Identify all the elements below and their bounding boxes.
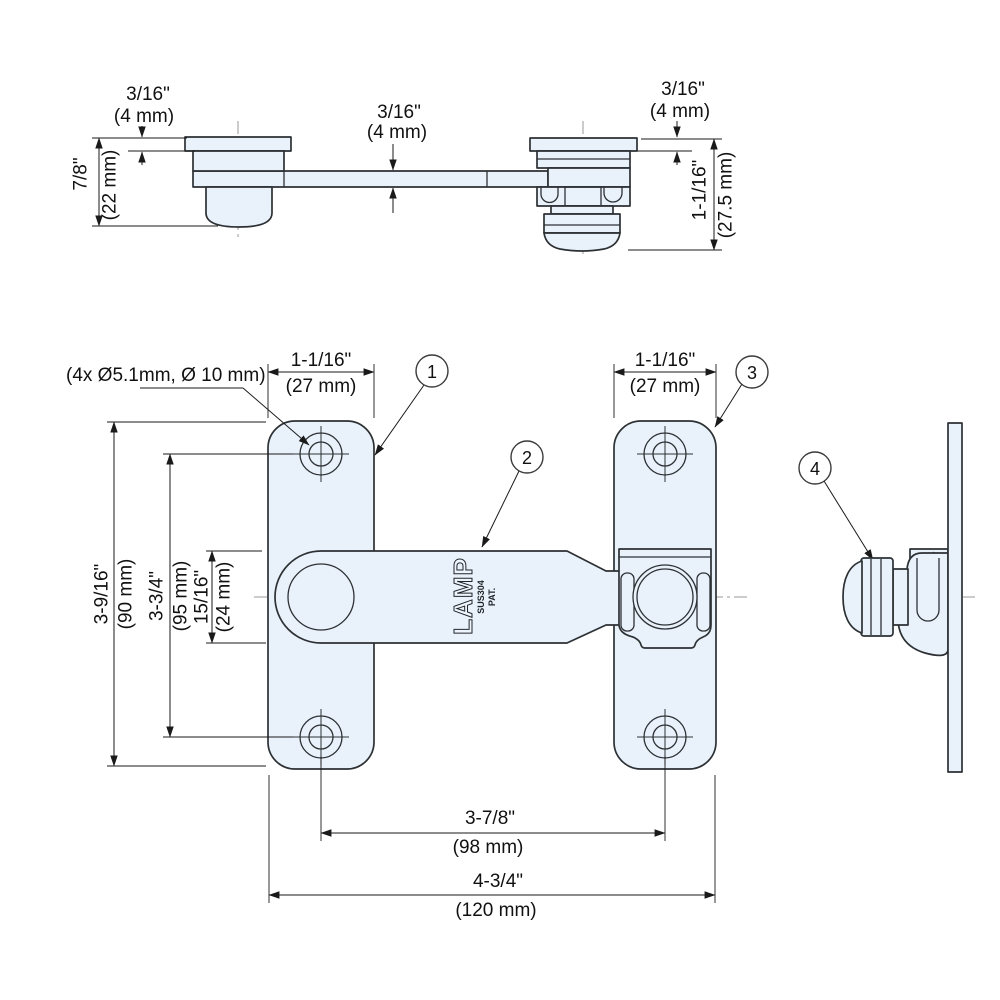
callout-4: 4 [798, 451, 874, 561]
dim-label-in: 7/8" [71, 157, 92, 190]
latch-bar [274, 550, 641, 644]
clip-arm-right [603, 187, 623, 203]
top-view: 3/16" (4 mm) 3/16" (4 mm) 3/16" (4 mm) [71, 79, 737, 257]
hook-slot [916, 558, 940, 622]
callout-number: 2 [522, 448, 532, 468]
leader-line [242, 387, 310, 446]
side-knob [842, 557, 909, 637]
spring-clip-row [536, 186, 631, 207]
holes-note-label: (4x Ø5.1mm, Ø 10 mm) [66, 365, 266, 386]
catch-knob-outer [632, 564, 698, 630]
knob-rings [543, 213, 621, 234]
brand-logo-text: LAMP [448, 557, 478, 635]
dim-bar-width: 15/16" (24 mm) [192, 550, 266, 644]
pivot-nut-dome [205, 186, 273, 228]
pivot-post-profile [184, 136, 292, 228]
dim-label-mm: (90 mm) [116, 559, 137, 630]
dim-label-in: 3-9/16" [92, 564, 113, 625]
catch-mid-section [547, 167, 631, 188]
dim-label-in: 1-1/16" [690, 160, 711, 221]
dim-hole-pitch-horizontal: 3-7/8" (98 mm) [320, 756, 666, 858]
callout-leader [823, 480, 874, 561]
callout-bubble [415, 354, 449, 388]
pivot-body [192, 150, 285, 172]
callout-number: 4 [810, 459, 820, 479]
dim-overall-width: 4-3/4" (120 mm) [268, 775, 716, 921]
dim-flange-left: 3/16" (4 mm) [114, 84, 195, 165]
callout-number: 1 [427, 362, 437, 382]
catch-clip-left [620, 572, 635, 632]
knob-neck [550, 205, 614, 215]
callout-bubble [510, 440, 544, 474]
side-view [842, 422, 975, 773]
dim-label-in: 3/16" [661, 79, 705, 100]
callout-bubble [735, 355, 769, 389]
pivot-hole [287, 563, 355, 631]
dim-label-mm: (4 mm) [114, 106, 174, 127]
latch-bar-profile [192, 170, 549, 188]
dim-plate-width-left: 1-1/16" (27 mm) [267, 350, 375, 418]
dim-label-in: 3-7/8" [465, 808, 515, 829]
dim-label-mm: (22 mm) [100, 150, 121, 221]
callout-1: 1 [374, 354, 449, 456]
holes-note: (4x Ø5.1mm, Ø 10 mm) [66, 365, 310, 446]
dim-plate-height: 3-9/16" (90 mm) [92, 421, 266, 767]
callout-leader [481, 470, 520, 548]
callout-bubble [798, 451, 832, 485]
callout-3: 3 [714, 355, 769, 428]
dim-bar-thickness: 3/16" (4 mm) [367, 102, 427, 213]
front-view: LAMP SUS304 PAT. (4x Ø5.1mm, Ø 10 mm) 1-… [66, 350, 874, 921]
dim-label-in: 15/16" [192, 570, 213, 624]
side-hook [897, 548, 949, 657]
dim-height-right: 1-1/16" (27.5 mm) [628, 138, 737, 251]
screw-hole [293, 426, 349, 482]
dim-label-mm: (4 mm) [650, 101, 710, 122]
dim-flange-right: 3/16" (4 mm) [637, 79, 710, 165]
dim-label-mm: (4 mm) [367, 122, 427, 143]
callout-leader [374, 384, 425, 456]
dim-label-in: 1-1/16" [291, 350, 352, 371]
patent-text: PAT. [487, 588, 497, 606]
knob-ring-band [860, 557, 894, 637]
catch-clip-right [696, 572, 711, 632]
dim-label-mm: (95 mm) [171, 561, 192, 632]
dim-hole-pitch-vertical: 3-3/4" (95 mm) [147, 453, 293, 738]
dim-label-mm: (24 mm) [214, 562, 235, 633]
dim-label-in: 3/16" [377, 102, 421, 123]
knob-washer [892, 568, 909, 626]
dim-label-in: 3-3/4" [147, 571, 168, 621]
callout-leader [714, 383, 743, 428]
dim-label-mm: (98 mm) [453, 837, 524, 858]
dim-label-mm: (27.5 mm) [716, 152, 737, 239]
brand-stamp: LAMP SUS304 PAT. [448, 557, 498, 636]
dim-label-mm: (120 mm) [455, 900, 536, 921]
callout-2: 2 [481, 440, 544, 548]
clip-arm-left [540, 187, 559, 204]
dim-height-left: 7/8" (22 mm) [71, 137, 218, 227]
dim-label-in: 4-3/4" [473, 871, 523, 892]
dim-plate-width-right: 1-1/16" (27 mm) [613, 350, 717, 418]
catch-post-profile [529, 137, 638, 252]
material-text: SUS304 [476, 580, 486, 614]
pivot-flange [184, 136, 292, 152]
dim-label-mm: (27 mm) [286, 376, 357, 397]
catch-mechanism [618, 548, 712, 649]
catch-knob-inner [636, 568, 694, 626]
knob-dome-head [842, 560, 863, 634]
dim-label-in: 1-1/16" [635, 350, 696, 371]
dim-label-in: 3/16" [126, 84, 170, 105]
callout-number: 3 [747, 363, 757, 383]
catch-flange [529, 137, 638, 152]
screw-hole [637, 426, 693, 482]
dim-label-mm: (27 mm) [630, 376, 701, 397]
knob-dome [543, 232, 621, 252]
side-door-panel [947, 422, 963, 773]
